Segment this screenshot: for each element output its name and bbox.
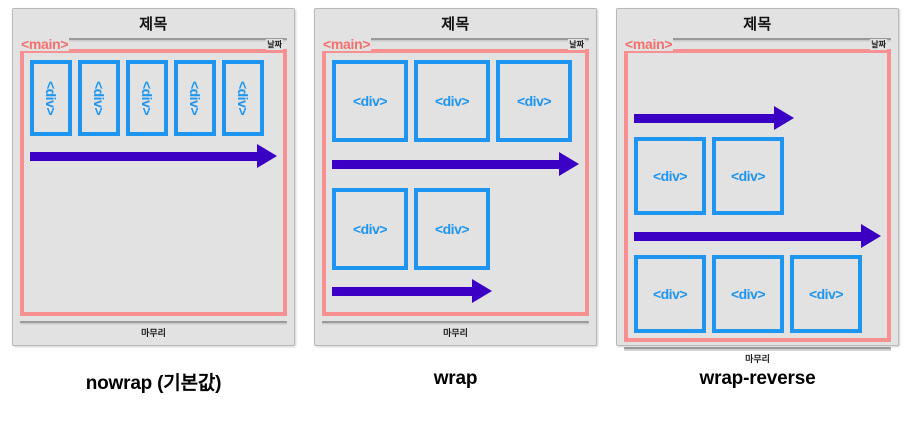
div-box-label: <div> bbox=[352, 221, 388, 237]
arrow-head bbox=[861, 224, 881, 248]
footer-divider bbox=[322, 321, 589, 325]
flow-direction-arrow-icon bbox=[634, 106, 794, 130]
flex-line-2: <div> <div> <div> bbox=[634, 255, 881, 333]
div-box: <div> bbox=[634, 255, 706, 333]
footer-label: 마무리 bbox=[745, 354, 770, 364]
page-title: 제목 bbox=[743, 16, 772, 33]
div-box-label: <div> bbox=[43, 80, 59, 116]
card-footer: 마무리 bbox=[20, 321, 287, 340]
flex-line-1: <div> <div> <div> <div> <div> bbox=[30, 60, 277, 136]
div-box: <div> bbox=[634, 137, 706, 215]
flow-direction-arrow-icon bbox=[634, 224, 881, 248]
header-divider bbox=[322, 38, 589, 42]
main-region: <main> 날짜 <div> <div> bbox=[624, 37, 891, 342]
div-box-label: <div> bbox=[730, 168, 766, 184]
panel-wrap: 제목 <main> 날짜 <div> <div> <div> bbox=[314, 8, 597, 390]
arrow-head bbox=[257, 144, 277, 168]
card-footer: 마무리 bbox=[624, 347, 891, 366]
div-box: <div> bbox=[174, 60, 216, 136]
panel-caption: wrap-reverse bbox=[699, 368, 816, 389]
date-label: 날짜 bbox=[568, 39, 585, 50]
panel-caption: wrap bbox=[433, 368, 478, 389]
div-box-label: <div> bbox=[187, 80, 203, 116]
page-card: 제목 <main> 날짜 <div> <div> <div> bbox=[314, 8, 597, 346]
div-box: <div> bbox=[332, 60, 408, 142]
arrow-head bbox=[559, 152, 579, 176]
div-box: <div> bbox=[712, 255, 784, 333]
div-box-label: <div> bbox=[352, 93, 388, 109]
div-box-label: <div> bbox=[434, 93, 470, 109]
flow-direction-arrow-icon bbox=[332, 152, 579, 176]
div-box-label: <div> bbox=[808, 286, 844, 302]
footer-divider bbox=[624, 347, 891, 351]
header-divider bbox=[624, 38, 891, 42]
div-box: <div> bbox=[414, 188, 490, 270]
arrow-head bbox=[472, 279, 492, 303]
div-box: <div> bbox=[790, 255, 862, 333]
arrow-shaft bbox=[30, 151, 258, 161]
div-box-label: <div> bbox=[652, 168, 688, 184]
div-box: <div> bbox=[126, 60, 168, 136]
div-box: <div> bbox=[222, 60, 264, 136]
flex-line-2: <div> <div> bbox=[332, 188, 579, 270]
header-divider bbox=[20, 38, 287, 42]
div-box-label: <div> bbox=[434, 221, 470, 237]
date-label: 날짜 bbox=[266, 39, 283, 50]
main-region: <main> 날짜 <div> <div> <div> <div> <div> bbox=[20, 37, 287, 316]
flex-line-1: <div> <div> <div> bbox=[332, 60, 579, 142]
arrow-shaft bbox=[634, 113, 775, 123]
div-box: <div> bbox=[78, 60, 120, 136]
div-box-label: <div> bbox=[139, 80, 155, 116]
main-tag-label: <main> bbox=[624, 36, 674, 52]
footer-divider bbox=[20, 321, 287, 325]
card-header: 제목 bbox=[624, 15, 891, 42]
div-box-label: <div> bbox=[235, 80, 251, 116]
flow-direction-arrow-icon bbox=[332, 279, 492, 303]
div-box: <div> bbox=[712, 137, 784, 215]
arrow-shaft bbox=[332, 286, 473, 296]
div-box-label: <div> bbox=[516, 93, 552, 109]
main-tag-label: <main> bbox=[20, 36, 70, 52]
card-footer: 마무리 bbox=[322, 321, 589, 340]
div-box: <div> bbox=[496, 60, 572, 142]
panel-wrap-reverse: 제목 <main> 날짜 <div> <div> bbox=[616, 8, 899, 390]
panel-caption: nowrap (기본값) bbox=[85, 373, 222, 394]
panel-nowrap: 제목 <main> 날짜 <div> <div> <div> <div> <di… bbox=[12, 8, 295, 395]
div-box-label: <div> bbox=[652, 286, 688, 302]
card-header: 제목 bbox=[322, 15, 589, 42]
div-box: <div> bbox=[332, 188, 408, 270]
footer-label: 마무리 bbox=[443, 328, 468, 338]
page-title: 제목 bbox=[441, 16, 470, 33]
main-tag-label: <main> bbox=[322, 36, 372, 52]
arrow-shaft bbox=[634, 231, 862, 241]
flex-container: <div> <div> <div> <div> <div> bbox=[634, 106, 881, 385]
flow-direction-arrow-icon bbox=[30, 144, 277, 168]
flex-line-1: <div> <div> bbox=[634, 137, 881, 215]
div-box: <div> bbox=[30, 60, 72, 136]
flex-container: <div> <div> <div> <div> <div> bbox=[332, 60, 579, 309]
div-box: <div> bbox=[414, 60, 490, 142]
div-box-label: <div> bbox=[730, 286, 766, 302]
page-card: 제목 <main> 날짜 <div> <div> <div> <div> <di… bbox=[12, 8, 295, 346]
date-label: 날짜 bbox=[870, 39, 887, 50]
page-card: 제목 <main> 날짜 <div> <div> bbox=[616, 8, 899, 364]
main-region: <main> 날짜 <div> <div> <div> <div> <div> bbox=[322, 37, 589, 316]
flex-container: <div> <div> <div> <div> <div> bbox=[30, 60, 277, 309]
arrow-shaft bbox=[332, 159, 560, 169]
footer-label: 마무리 bbox=[141, 328, 166, 338]
page-title: 제목 bbox=[139, 16, 168, 33]
div-box-label: <div> bbox=[91, 80, 107, 116]
card-header: 제목 bbox=[20, 15, 287, 42]
arrow-head bbox=[774, 106, 794, 130]
